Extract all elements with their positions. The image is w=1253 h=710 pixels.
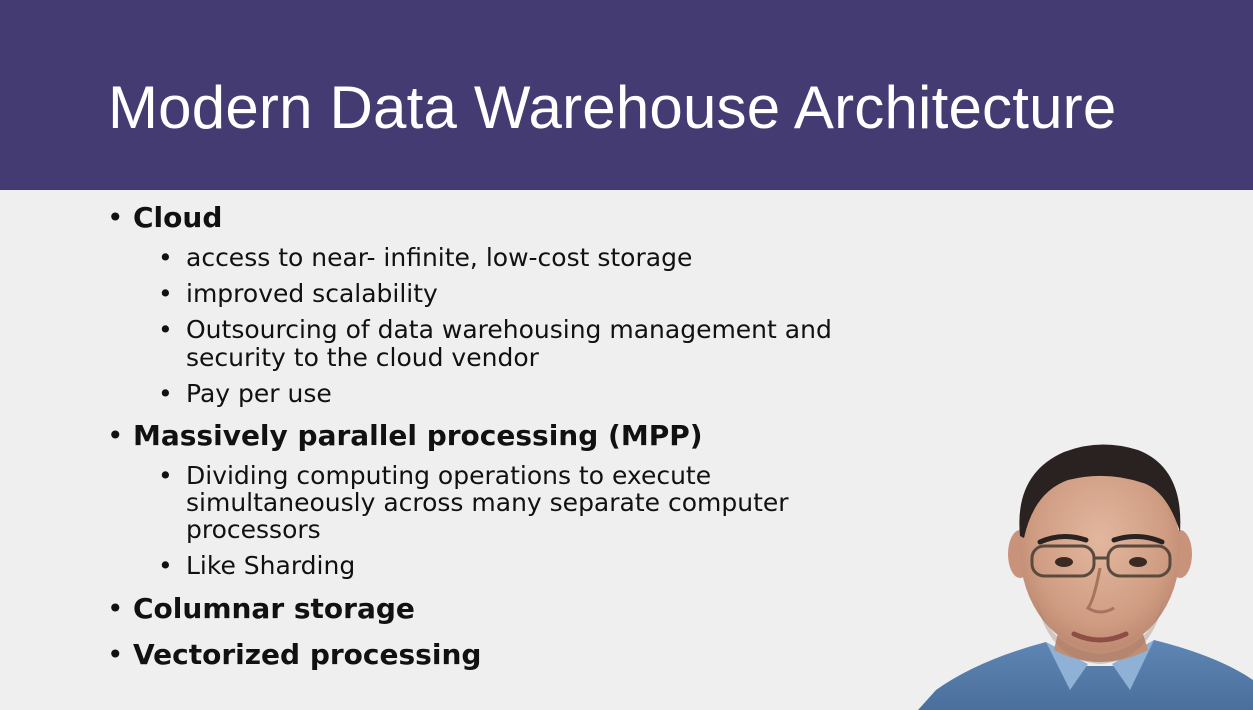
bullet-dot: •	[158, 279, 173, 308]
sub-bullet-text: simultaneously across many separate comp…	[186, 488, 789, 517]
title-bar: Modern Data Warehouse Architecture	[0, 0, 1253, 190]
bullet-heading: Cloud	[133, 201, 223, 234]
bullet-dot: •	[158, 379, 173, 408]
bullet-dot: •	[107, 419, 124, 452]
sub-bullet-text: Like Sharding	[186, 551, 356, 580]
bullet-dot: •	[107, 201, 124, 234]
presenter-icon	[918, 444, 1253, 710]
sub-bullet-text: access to near- infinite, low-cost stora…	[186, 243, 693, 272]
sub-bullet: • improved scalability	[158, 279, 438, 308]
sub-bullet-continuation: simultaneously across many separate comp…	[186, 489, 789, 517]
sub-bullet-text: improved scalability	[186, 279, 438, 308]
sub-bullet-text: Pay per use	[186, 379, 332, 408]
sub-bullet: • Like Sharding	[158, 551, 356, 580]
bullet-dot: •	[107, 592, 124, 625]
slide-title: Modern Data Warehouse Architecture	[108, 74, 1117, 141]
bullet-heading: Columnar storage	[133, 592, 415, 625]
sub-bullet-continuation: processors	[186, 516, 321, 544]
bullet-cloud: • Cloud	[107, 201, 223, 234]
sub-bullet-text: processors	[186, 515, 321, 544]
bullet-columnar-storage: • Columnar storage	[107, 592, 415, 625]
bullet-dot: •	[158, 243, 173, 272]
sub-bullet-text: Dividing computing operations to execute	[186, 461, 712, 490]
bullet-dot: •	[158, 551, 173, 580]
sub-bullet-text: Outsourcing of data warehousing manageme…	[186, 315, 832, 344]
bullet-vectorized-processing: • Vectorized processing	[107, 638, 482, 671]
bullet-heading: Vectorized processing	[133, 638, 482, 671]
bullet-mpp: • Massively parallel processing (MPP)	[107, 419, 703, 452]
bullet-dot: •	[158, 461, 173, 490]
bullet-dot: •	[107, 638, 124, 671]
presenter-video	[918, 428, 1253, 710]
sub-bullet: • Outsourcing of data warehousing manage…	[158, 315, 832, 344]
sub-bullet: • access to near- infinite, low-cost sto…	[158, 243, 693, 272]
sub-bullet-text: security to the cloud vendor	[186, 343, 539, 372]
sub-bullet-continuation: security to the cloud vendor	[186, 344, 539, 372]
bullet-heading: Massively parallel processing (MPP)	[133, 419, 703, 452]
bullet-dot: •	[158, 315, 173, 344]
sub-bullet: • Dividing computing operations to execu…	[158, 461, 712, 490]
sub-bullet: • Pay per use	[158, 379, 332, 408]
bullet-list: • Cloud • access to near- infinite, low-…	[107, 201, 832, 671]
